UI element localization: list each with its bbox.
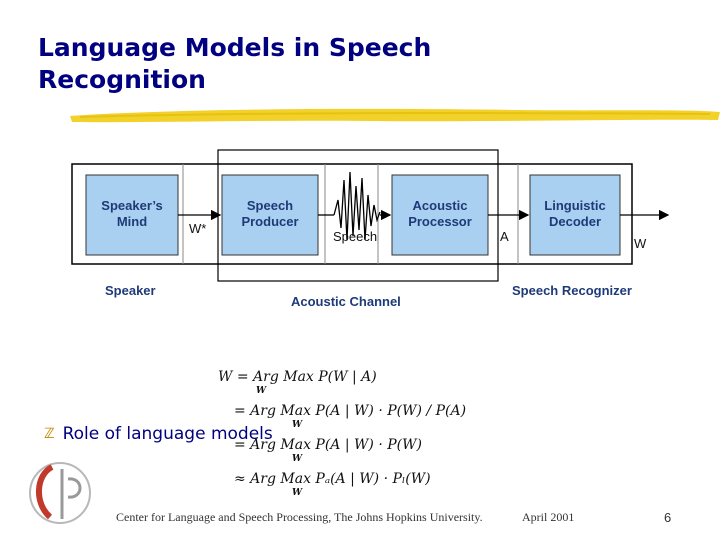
acoustic-processor-label: Acoustic Processor bbox=[408, 198, 472, 229]
bullet-item: ℤ Role of language models bbox=[44, 423, 273, 445]
title-underline-brush bbox=[70, 108, 720, 123]
speakers-mind-box bbox=[85, 174, 179, 256]
equation-line-3: = Arg Max P(A | W) · P(W) W bbox=[234, 437, 422, 464]
speakers-mind-label: Speaker’s Mind bbox=[101, 198, 163, 229]
diagram-frame bbox=[71, 163, 633, 265]
linguistic-decoder-label: Linguistic Decoder bbox=[544, 198, 606, 229]
clsp-logo-icon bbox=[29, 462, 91, 524]
acoustic-channel-group-label: Acoustic Channel bbox=[291, 294, 401, 309]
speech-producer-box bbox=[221, 174, 319, 256]
equation-line-4: ≈ Arg Max Pₐ(A | W) · Pₗ(W) W bbox=[234, 471, 431, 498]
equation-line-2: = Arg Max P(A | W) · P(W) / P(A) W bbox=[234, 403, 467, 430]
slide-title: Language Models in Speech Recognition bbox=[38, 32, 558, 96]
speech-producer-label: Speech Producer bbox=[241, 198, 299, 229]
w-star-label: W* bbox=[189, 221, 207, 236]
slide-title-line1: Language Models in Speech bbox=[38, 33, 432, 62]
speech-recognizer-group-label: Speech Recognizer bbox=[512, 283, 632, 298]
footer-center: Center for Language and Speech Processin… bbox=[116, 510, 483, 524]
speaker-group-label: Speaker bbox=[105, 283, 156, 298]
w-hat-label: W bbox=[634, 236, 647, 251]
bullet-text: Role of language models bbox=[62, 424, 273, 444]
slide-title-line2: Recognition bbox=[38, 65, 206, 94]
equation-line-1: W = Arg Max P(W | A) W bbox=[218, 369, 377, 396]
a-label: A bbox=[500, 229, 509, 244]
z-bullet-icon: ℤ bbox=[44, 426, 55, 442]
linguistic-decoder-box bbox=[529, 174, 621, 256]
footer-date: April 2001 bbox=[522, 510, 575, 524]
page-number: 6 bbox=[664, 510, 672, 525]
speech-label: Speech bbox=[333, 229, 378, 244]
speech-waveform bbox=[333, 171, 381, 241]
acoustic-processor-box bbox=[391, 174, 489, 256]
